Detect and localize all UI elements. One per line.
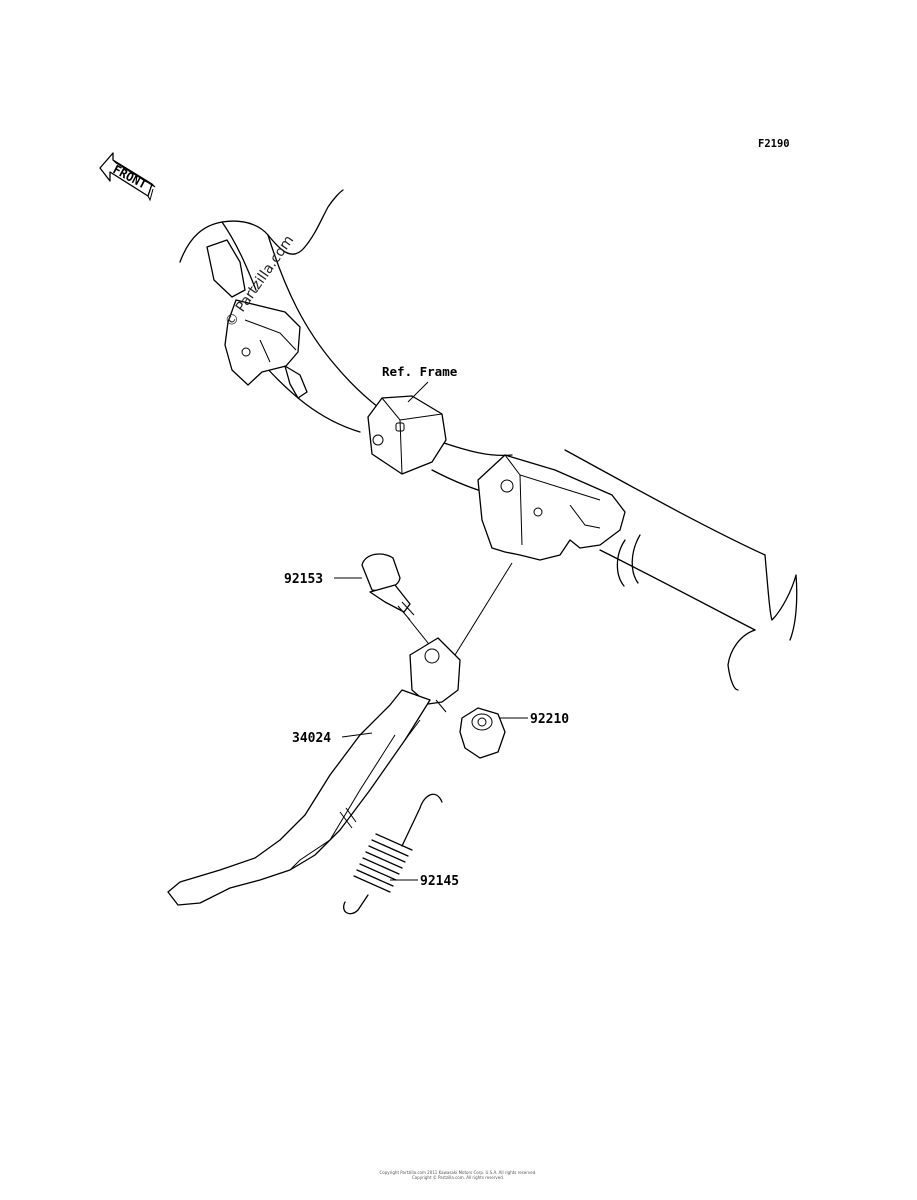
bolt-guide-line	[407, 617, 433, 649]
part-label-92153: 92153	[284, 572, 323, 587]
bolt-92153	[361, 553, 415, 621]
figure-code: F2190	[758, 138, 790, 150]
stand-mount-bracket	[477, 454, 626, 561]
part-label-34024: 34024	[292, 731, 331, 746]
part-label-92145: 92145	[420, 874, 459, 889]
ref-frame-block	[367, 381, 447, 475]
side-stand-34024	[167, 637, 461, 906]
spring-92145	[343, 793, 443, 915]
front-label: FRONT	[111, 162, 149, 191]
part-label-92210: 92210	[530, 712, 569, 727]
front-arrow-icon: FRONT	[99, 152, 156, 202]
ref-frame-label: Ref. Frame	[382, 364, 458, 379]
copyright-line-1: Copyright Partzilla.com 2011 Kawasaki Mo…	[379, 1170, 536, 1175]
upper-bracket	[206, 239, 308, 399]
assembly-guide-line	[454, 562, 513, 656]
nut-92210	[459, 707, 506, 759]
copyright-line-2: Copyright © Partzilla.com. All rights re…	[412, 1175, 504, 1180]
leader-34024	[341, 732, 373, 738]
